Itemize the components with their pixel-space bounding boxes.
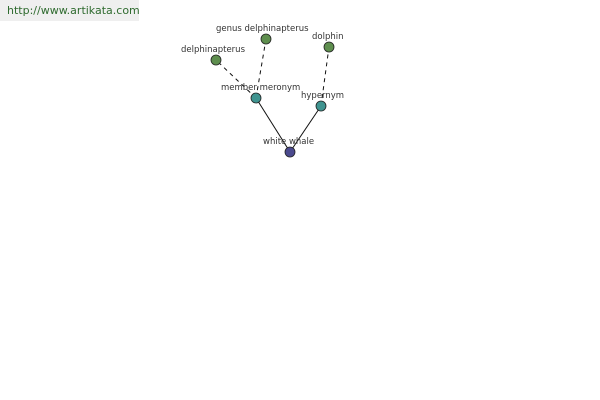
edge-white-whale-to-member-meronym — [255, 97, 291, 153]
url-banner: http://www.artikata.com — [0, 0, 140, 21]
graph-edges — [215, 38, 330, 153]
node-label-genus-delphinapterus[interactable]: genus delphinapterus — [216, 24, 309, 34]
node-label-delphinapterus[interactable]: delphinapterus — [181, 45, 246, 55]
node-label-hypernym[interactable]: hypernym — [301, 91, 344, 101]
edge-member-meronym-to-genus-delphinapterus — [255, 38, 267, 99]
node-label-member-meronym[interactable]: member meronym — [221, 83, 300, 93]
node-white-whale[interactable] — [284, 146, 296, 158]
edge-white-whale-to-hypernym — [289, 105, 322, 153]
node-label-white-whale[interactable]: white whale — [263, 137, 314, 147]
edge-member-meronym-to-delphinapterus — [215, 59, 257, 99]
graph-nodes — [210, 33, 335, 158]
edge-hypernym-to-dolphin — [320, 46, 330, 107]
node-label-dolphin[interactable]: dolphin — [312, 32, 344, 42]
node-dolphin[interactable] — [323, 41, 335, 53]
node-member-meronym[interactable] — [250, 92, 262, 104]
node-delphinapterus[interactable] — [210, 54, 222, 66]
node-hypernym[interactable] — [315, 100, 327, 112]
site-url-link[interactable]: http://www.artikata.com — [7, 4, 140, 17]
node-genus-delphinapterus[interactable] — [260, 33, 272, 45]
